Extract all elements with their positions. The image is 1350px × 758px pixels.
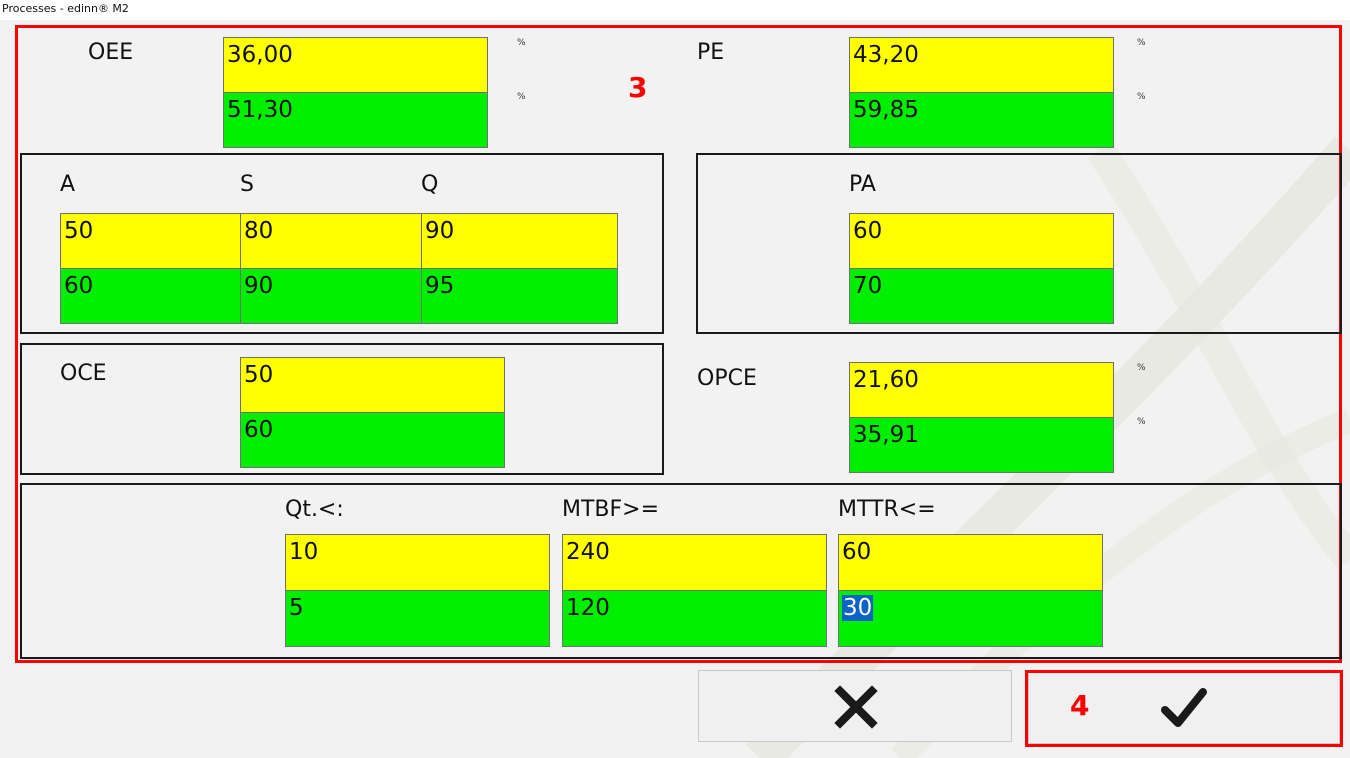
- oce-target-input[interactable]: 50: [240, 357, 505, 413]
- q-label: Q: [421, 172, 439, 197]
- a-target-input[interactable]: 50: [60, 213, 241, 269]
- oee-label: OEE: [88, 40, 134, 65]
- cancel-button[interactable]: [698, 670, 1012, 742]
- checkmark-icon: [1161, 688, 1207, 727]
- qt-label: Qt.<:: [285, 497, 344, 522]
- oce-good-input[interactable]: 60: [240, 412, 505, 468]
- opce-label: OPCE: [697, 366, 757, 391]
- oee-target-percent: %: [517, 38, 526, 48]
- s-good-input[interactable]: 90: [240, 268, 422, 324]
- pe-good-percent: %: [1137, 92, 1146, 102]
- asq-panel: [20, 153, 664, 334]
- mtbf-label: MTBF>=: [562, 497, 660, 522]
- opce-good-input[interactable]: 35,91: [849, 417, 1114, 473]
- mttr-label: MTTR<=: [838, 497, 936, 522]
- oce-panel: [20, 343, 664, 475]
- oce-label: OCE: [60, 361, 107, 386]
- pa-panel: [696, 153, 1342, 334]
- q-good-input[interactable]: 95: [421, 268, 618, 324]
- s-label: S: [240, 172, 254, 197]
- opce-target-percent: %: [1137, 363, 1146, 373]
- opce-good-percent: %: [1137, 417, 1146, 427]
- mttr-target-input[interactable]: 60: [838, 534, 1103, 591]
- annotation-label-confirm: 4: [1070, 689, 1090, 722]
- a-label: A: [60, 172, 76, 197]
- mttr-good-selected-text: 30: [842, 595, 874, 621]
- maintenance-panel: [20, 483, 1342, 659]
- mtbf-good-input[interactable]: 120: [562, 590, 827, 647]
- a-good-input[interactable]: 60: [60, 268, 241, 324]
- confirm-button[interactable]: [1028, 672, 1340, 744]
- annotation-frame-main: [15, 25, 1342, 663]
- pe-good-input[interactable]: 59,85: [849, 92, 1114, 148]
- s-target-input[interactable]: 80: [240, 213, 422, 269]
- pe-label: PE: [697, 40, 725, 65]
- close-icon: [834, 685, 878, 729]
- mttr-good-input[interactable]: 30: [838, 590, 1103, 647]
- qt-target-input[interactable]: 10: [285, 534, 550, 591]
- qt-good-input[interactable]: 5: [285, 590, 550, 647]
- pe-target-percent: %: [1137, 38, 1146, 48]
- pe-target-input[interactable]: 43,20: [849, 37, 1114, 93]
- window-title: Processes - edinn® M2: [0, 0, 1350, 20]
- opce-target-input[interactable]: 21,60: [849, 362, 1114, 418]
- annotation-label-main: 3: [628, 71, 648, 104]
- pa-good-input[interactable]: 70: [849, 268, 1114, 324]
- oee-good-input[interactable]: 51,30: [223, 92, 488, 148]
- q-target-input[interactable]: 90: [421, 213, 618, 269]
- mtbf-target-input[interactable]: 240: [562, 534, 827, 591]
- pa-target-input[interactable]: 60: [849, 213, 1114, 269]
- oee-good-percent: %: [517, 92, 526, 102]
- oee-target-input[interactable]: 36,00: [223, 37, 488, 93]
- pa-label: PA: [849, 172, 876, 197]
- annotation-frame-confirm: [1025, 670, 1343, 747]
